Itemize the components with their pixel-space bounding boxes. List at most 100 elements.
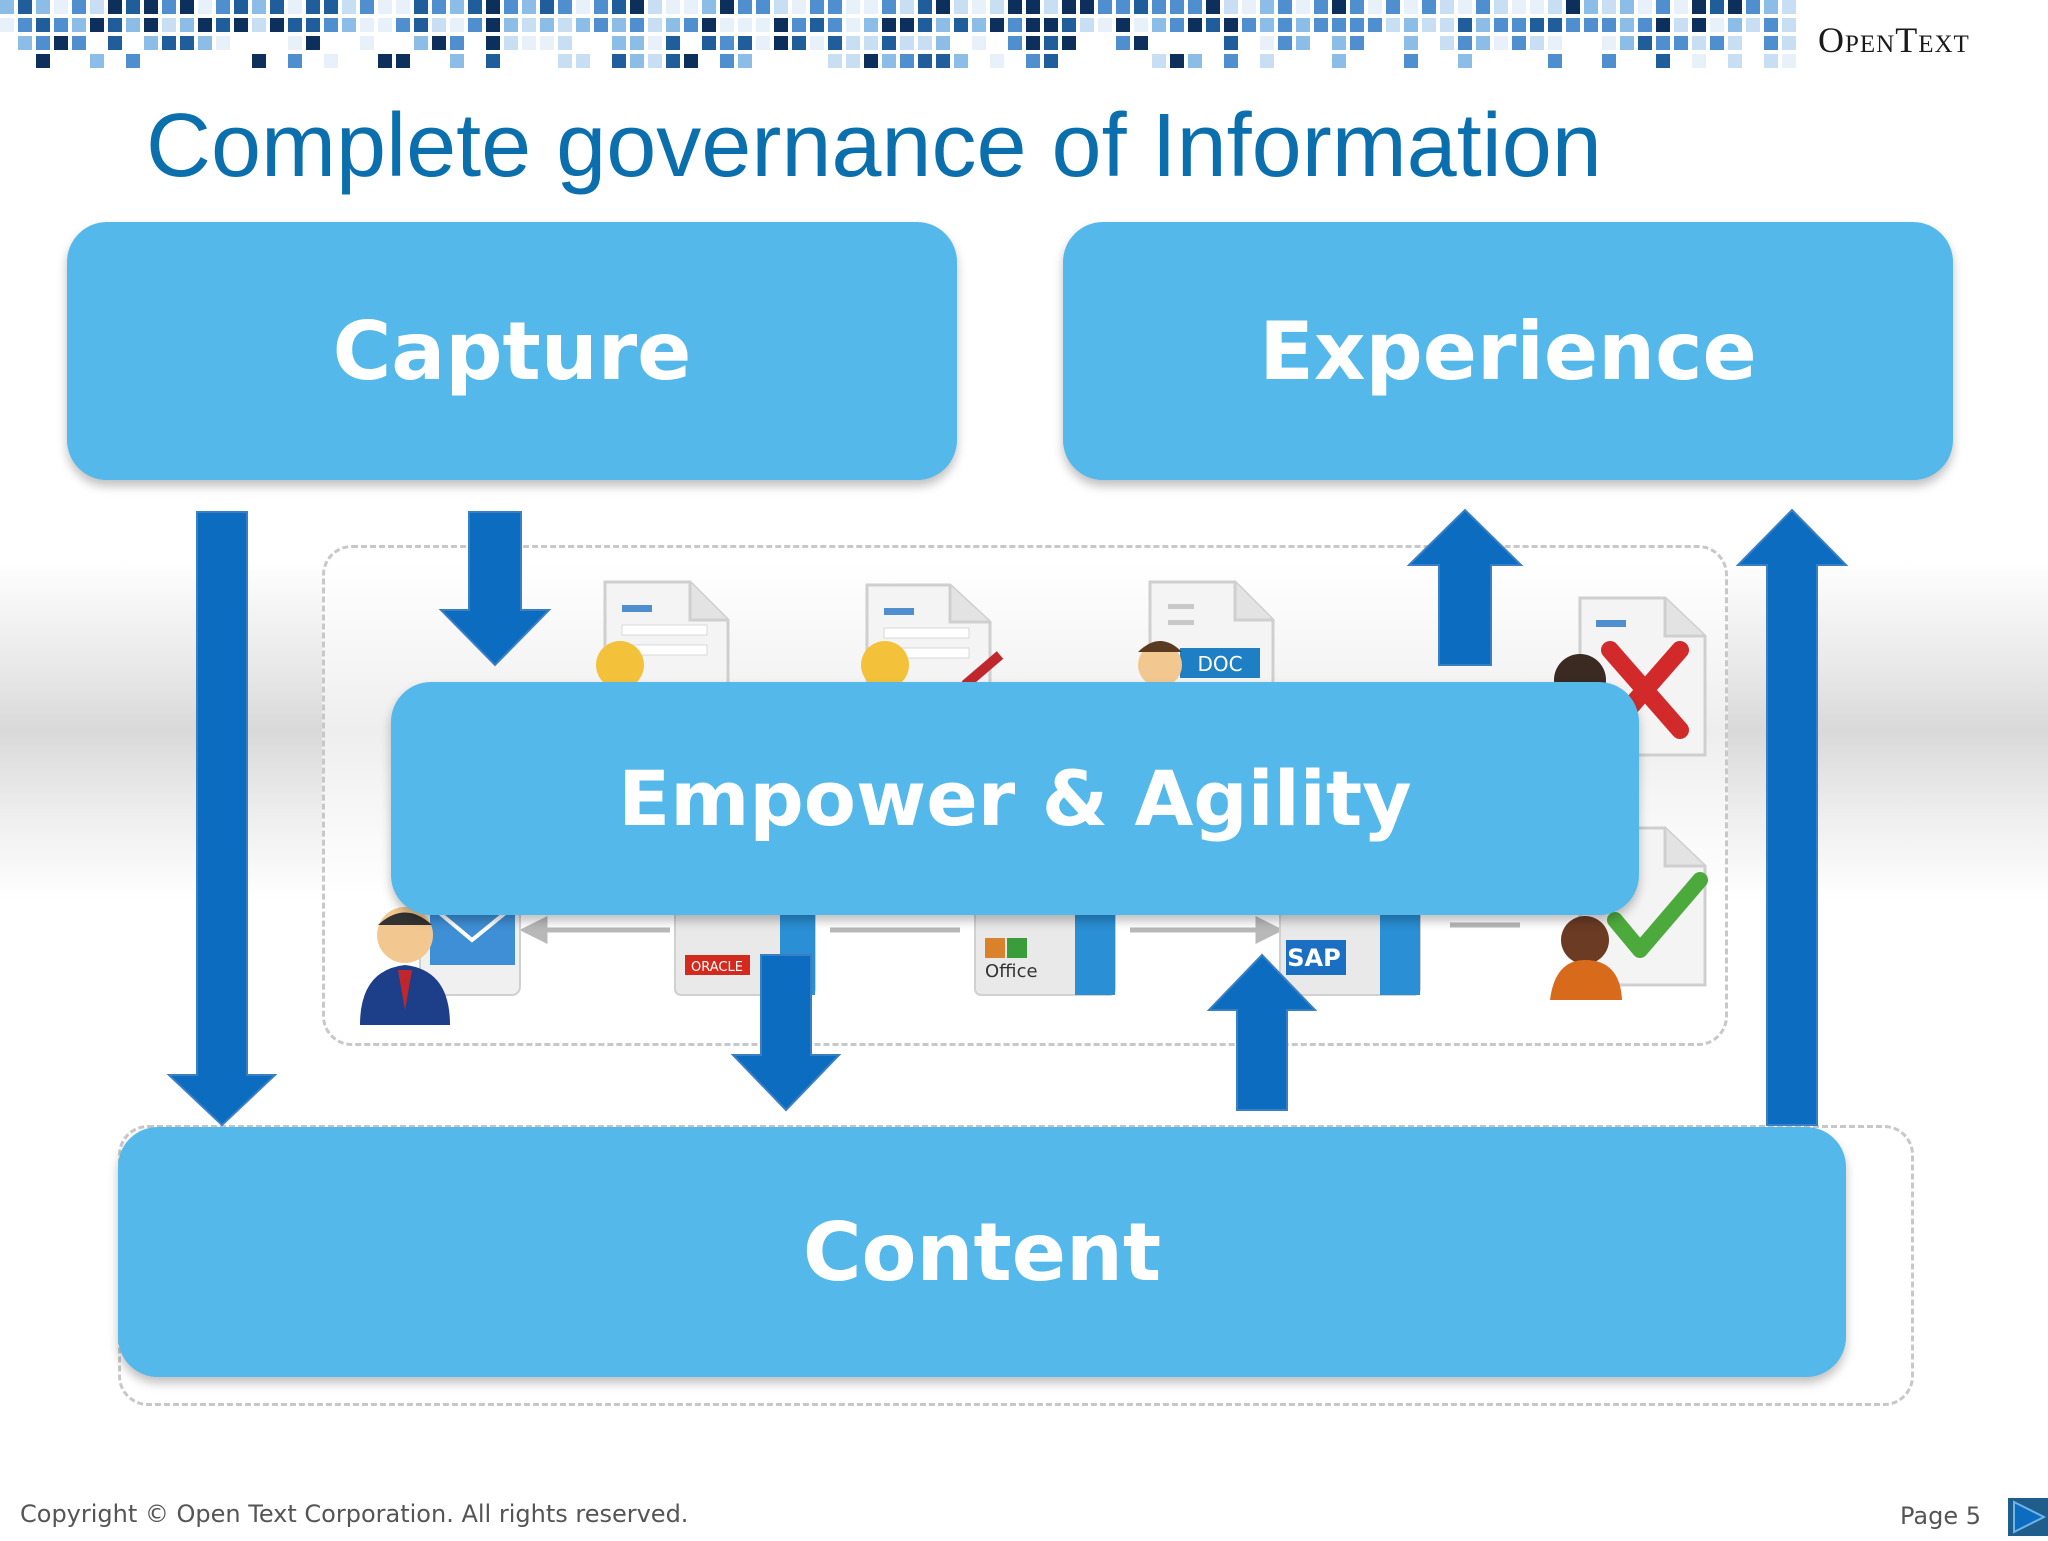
mosaic-tile: [666, 54, 680, 68]
mosaic-tile: [144, 36, 158, 50]
mosaic-tile: [1530, 0, 1544, 14]
mosaic-tile: [1404, 18, 1418, 32]
mosaic-tile: [792, 0, 806, 14]
mosaic-tile: [1332, 36, 1346, 50]
mosaic-tile: [900, 18, 914, 32]
mosaic-tile: [1242, 0, 1256, 14]
mosaic-tile: [162, 18, 176, 32]
mosaic-tile: [1296, 18, 1310, 32]
capture-box: Capture: [67, 222, 957, 480]
empower-agility-box: Empower & Agility: [391, 682, 1639, 915]
mosaic-tile: [810, 0, 824, 14]
mosaic-tile: [1656, 54, 1670, 68]
mosaic-tile: [540, 18, 554, 32]
mosaic-tile: [288, 54, 302, 68]
mosaic-tile: [1476, 36, 1490, 50]
mosaic-tile: [216, 18, 230, 32]
mosaic-tile: [828, 36, 842, 50]
mosaic-tile: [1566, 0, 1580, 14]
play-icon: [2013, 1500, 2047, 1534]
mosaic-tile: [414, 18, 428, 32]
mosaic-tile: [1638, 36, 1652, 50]
mosaic-tile: [1224, 18, 1238, 32]
mosaic-tile: [72, 18, 86, 32]
mosaic-tile: [972, 18, 986, 32]
mosaic-tile: [1224, 54, 1238, 68]
mosaic-tile: [720, 0, 734, 14]
mosaic-tile: [1710, 36, 1724, 50]
mosaic-tile: [1728, 18, 1742, 32]
mosaic-tile: [18, 18, 32, 32]
mosaic-tile: [738, 36, 752, 50]
mosaic-tile: [1332, 54, 1346, 68]
mosaic-tile: [432, 0, 446, 14]
mosaic-tile: [990, 0, 1004, 14]
mosaic-tile: [1278, 18, 1292, 32]
page-number: Page 5: [1900, 1502, 1981, 1530]
mosaic-tile: [1620, 18, 1634, 32]
mosaic-tile: [648, 18, 662, 32]
mosaic-tile: [1404, 54, 1418, 68]
mosaic-tile: [918, 54, 932, 68]
person-doc-icon: DOC: [1138, 580, 1275, 702]
mosaic-tile: [1530, 36, 1544, 50]
mosaic-tile: [648, 0, 662, 14]
mosaic-tile: [126, 18, 140, 32]
mosaic-tile: [558, 18, 572, 32]
mosaic-tile: [828, 18, 842, 32]
mosaic-tile: [1656, 0, 1670, 14]
mosaic-tile: [1764, 18, 1778, 32]
mosaic-tile: [108, 36, 122, 50]
mosaic-tile: [1782, 54, 1796, 68]
mosaic-tile: [396, 0, 410, 14]
mosaic-tile: [720, 18, 734, 32]
mosaic-tile: [432, 36, 446, 50]
mosaic-tile: [1656, 18, 1670, 32]
mosaic-tile: [1044, 0, 1058, 14]
mosaic-tile: [486, 18, 500, 32]
mosaic-tile: [684, 18, 698, 32]
mosaic-tile: [1746, 0, 1760, 14]
mosaic-tile: [1260, 0, 1274, 14]
mosaic-tile: [1638, 18, 1652, 32]
mosaic-tile: [1764, 0, 1778, 14]
mosaic-tile: [1206, 18, 1220, 32]
copyright-text: Copyright © Open Text Corporation. All r…: [20, 1500, 689, 1528]
mosaic-tile: [1602, 54, 1616, 68]
mosaic-tile: [738, 54, 752, 68]
mosaic-tile: [900, 36, 914, 50]
mosaic-tile: [864, 0, 878, 14]
mosaic-tile: [1242, 18, 1256, 32]
mosaic-tile: [162, 36, 176, 50]
mosaic-tile: [612, 18, 626, 32]
mosaic-tile: [1602, 0, 1616, 14]
mosaic-tile: [198, 0, 212, 14]
mosaic-tile: [1098, 18, 1112, 32]
mosaic-tile: [450, 18, 464, 32]
mosaic-tile: [1116, 18, 1130, 32]
mosaic-tile: [486, 36, 500, 50]
mosaic-tile: [612, 54, 626, 68]
mosaic-tile: [774, 18, 788, 32]
mosaic-tile: [234, 18, 248, 32]
mosaic-tile: [648, 36, 662, 50]
mosaic-tile: [1548, 18, 1562, 32]
mosaic-tile: [1062, 36, 1076, 50]
mosaic-tile: [1134, 18, 1148, 32]
mosaic-tile: [288, 0, 302, 14]
mosaic-tile: [1386, 18, 1400, 32]
mosaic-tile: [288, 36, 302, 50]
mosaic-tile: [918, 36, 932, 50]
mosaic-tile: [36, 36, 50, 50]
mosaic-tile: [792, 36, 806, 50]
mosaic-tile: [558, 0, 572, 14]
mosaic-tile: [1512, 0, 1526, 14]
mosaic-tile: [1728, 36, 1742, 50]
mosaic-tile: [954, 0, 968, 14]
mosaic-tile: [612, 36, 626, 50]
mosaic-tile: [1368, 0, 1382, 14]
next-slide-button[interactable]: [2008, 1498, 2048, 1536]
mosaic-tile: [936, 0, 950, 14]
mosaic-tile: [882, 36, 896, 50]
mosaic-tile: [684, 54, 698, 68]
